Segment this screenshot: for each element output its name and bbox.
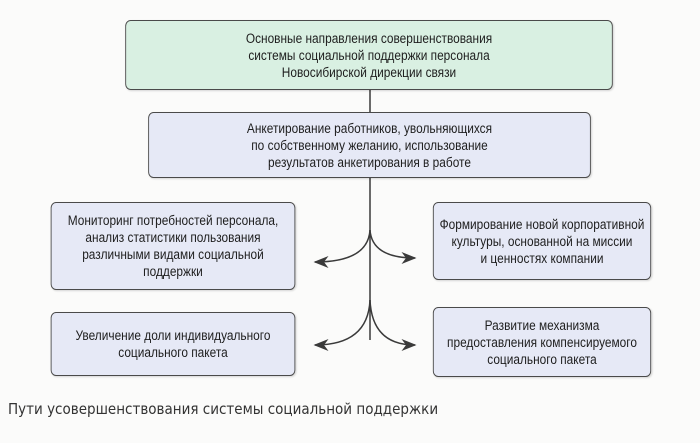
culture-text: Формирование новой корпоративной культур… — [439, 216, 645, 266]
root-box: Основные направления совершенствования с… — [125, 20, 613, 90]
compensated-package-box: Развитие механизма предоставления компен… — [432, 307, 652, 377]
culture-box: Формирование новой корпоративной культур… — [432, 202, 652, 280]
monitoring-box: Мониторинг потребностей персонала, анали… — [50, 202, 296, 290]
figure-caption: Пути усовершенствования системы социальн… — [8, 400, 439, 418]
individual-package-text: Увеличение доли индивидуального социальн… — [75, 328, 271, 360]
arrow-left-1 — [313, 229, 371, 268]
arrow-left-2 — [313, 299, 371, 351]
arrow-right-2 — [369, 299, 417, 351]
arrow-right-1 — [369, 229, 417, 264]
survey-text: Анкетирование работников, увольняющихся … — [246, 120, 493, 170]
monitoring-text: Мониторинг потребностей персонала, анали… — [67, 213, 279, 279]
individual-package-box: Увеличение доли индивидуального социальн… — [50, 312, 296, 376]
survey-box: Анкетирование работников, увольняющихся … — [148, 112, 591, 178]
root-text: Основные направления совершенствования с… — [245, 30, 493, 80]
compensated-package-text: Развитие механизма предоставления компен… — [447, 317, 637, 367]
